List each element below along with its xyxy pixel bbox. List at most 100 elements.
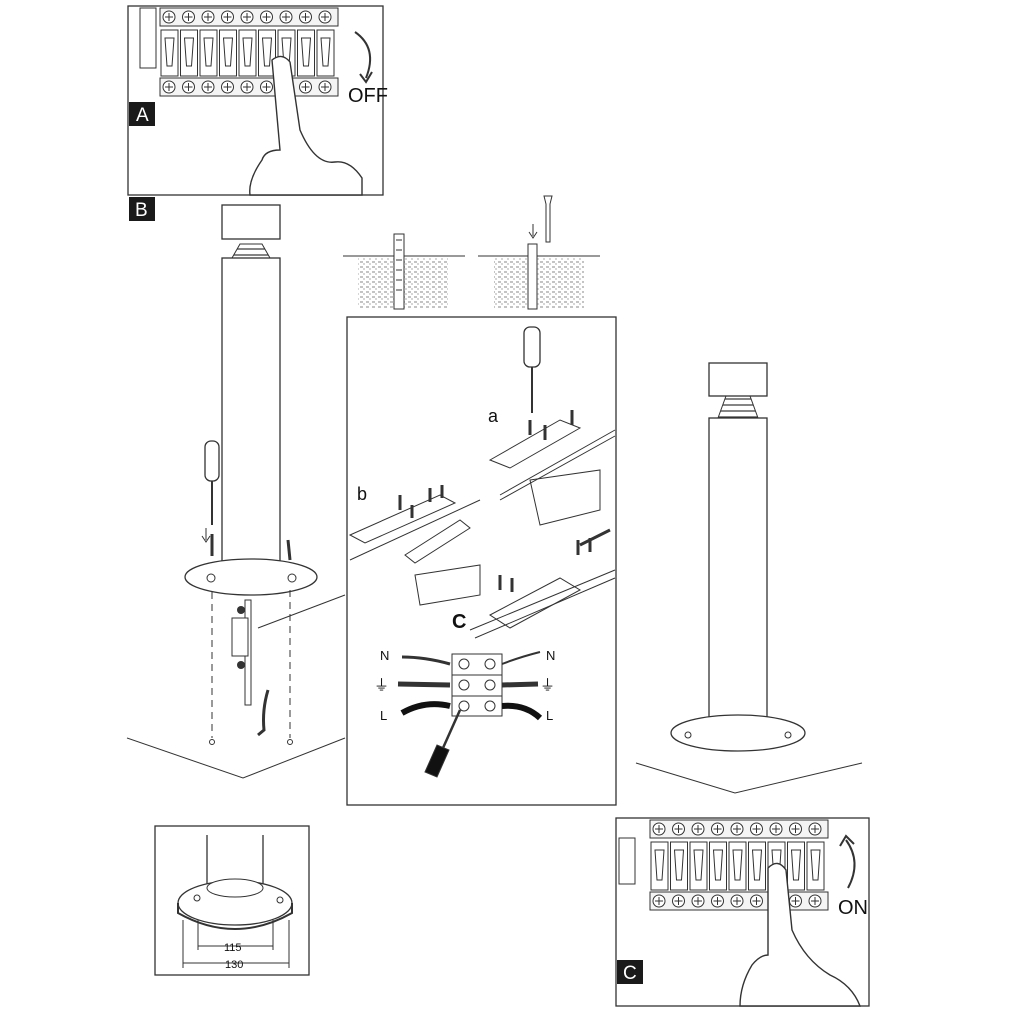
panel-a: OFF A [127, 5, 388, 196]
screw-slot-icon [204, 83, 212, 91]
dim-inner-label: 115 [224, 942, 242, 954]
screw-slot-icon [733, 897, 741, 905]
ground-hole-1 [209, 739, 215, 745]
wire-e-left [397, 681, 451, 688]
badge-c [617, 960, 643, 984]
on-arrow-head [839, 834, 855, 847]
terminal-strip-diagram: N N ⏚ ⏚ L L [374, 648, 555, 778]
live-label-right: L [546, 708, 553, 723]
badge-c-text: C [623, 963, 637, 984]
screw-slot-icon [791, 825, 800, 833]
dim-outer-label: 130 [225, 959, 243, 971]
off-label: OFF [348, 85, 388, 107]
wiring-detail-frame [346, 316, 617, 806]
breaker-lever-icon [320, 37, 331, 67]
screw-slot-icon [262, 83, 271, 91]
screw-slot-icon [694, 897, 702, 905]
breaker-lever-icon [203, 37, 214, 67]
earth-symbol-left: ⏚ [374, 677, 389, 694]
screw-slot-icon [674, 897, 683, 905]
bollard-base-left [184, 558, 318, 596]
cover-plate-b [348, 494, 457, 544]
terminal-screws-c [652, 822, 822, 908]
breaker-lever-icon [183, 37, 195, 67]
step-a-assembly [488, 410, 616, 547]
down-arrow-icon-anchor [528, 224, 538, 239]
screw-slot-icon [713, 825, 722, 833]
wire-e-right [501, 681, 539, 688]
screw-slot-icon [243, 83, 251, 91]
screw-slot-icon [713, 897, 722, 905]
breaker-lever-icon [242, 37, 253, 67]
screw-slot-icon [321, 83, 329, 91]
on-arrow [845, 839, 856, 889]
screw-slot-icon [301, 13, 310, 21]
screw-slot-icon [223, 83, 232, 91]
cover-plate-a [488, 419, 582, 469]
mount-bolt-1 [237, 606, 245, 614]
badge-b-text: B [135, 200, 148, 221]
off-arrow [354, 31, 372, 79]
bollard-reflector-left [231, 243, 271, 259]
ground-hole-2 [287, 739, 293, 745]
mount-bolt-2 [237, 661, 245, 669]
cable-left [257, 689, 270, 737]
breaker-lever-icon [810, 849, 821, 881]
screw-slot-icon [694, 825, 702, 833]
junction-block-left [231, 617, 249, 657]
step-c-assembly [469, 538, 616, 639]
hand-icon-c [739, 862, 862, 1007]
breaker-lever-icon [790, 849, 802, 881]
screw-slot-icon [243, 13, 251, 21]
breaker-side-a [139, 7, 157, 69]
screw-icon-anchor [543, 195, 553, 243]
wire-l-left [400, 701, 451, 716]
screw-slot-icon [811, 825, 819, 833]
breaker-lever-icon [164, 37, 175, 67]
cable-a-2 [499, 435, 616, 501]
bollard-exploded [126, 204, 346, 779]
screw-slot-icon [321, 13, 329, 21]
anchor-detail-2 [478, 195, 600, 310]
screw-icon-left-2 [286, 539, 292, 561]
screw-slot-icon [204, 13, 212, 21]
screw-slot-icon [752, 897, 761, 905]
bollard-pole-right [708, 417, 768, 735]
breaker-lever-icon [693, 849, 704, 881]
breaker-side-c [618, 837, 636, 885]
neutral-label-left: N [380, 648, 389, 663]
breaker-toggles-c [650, 841, 825, 891]
screw-slot-icon [262, 13, 271, 21]
screw-slot-icon [184, 83, 193, 91]
bollard-installed [635, 362, 863, 794]
on-label: ON [838, 897, 868, 919]
bollard-reflector-right [717, 395, 759, 419]
breaker-lever-icon [673, 849, 685, 881]
screw-slot-icon [772, 825, 780, 833]
badge-a [129, 102, 155, 126]
wiring-detail-panel: a b [346, 316, 617, 806]
anchor-detail-1 [343, 233, 465, 310]
anchor-bolt-1 [393, 233, 405, 310]
ground-plane-right [635, 762, 863, 794]
down-arrow-icon-left [201, 528, 211, 543]
wire-l-right [501, 702, 543, 721]
step-a-label: a [488, 406, 499, 426]
wire-n-left [401, 655, 451, 666]
screw-slot-icon [752, 825, 761, 833]
ground-plane-left [126, 737, 346, 779]
anchor-bolt-2 [527, 243, 538, 310]
base-hole-left-1 [206, 573, 216, 583]
breaker-lever-icon [732, 849, 743, 881]
soil-2 [494, 258, 584, 308]
screw-slot-icon [165, 83, 173, 91]
screw-slot-icon [184, 13, 193, 21]
base-hole-left-2 [287, 573, 297, 583]
neutral-label-right: N [546, 648, 555, 663]
cable-a-1 [499, 429, 616, 496]
breaker-lever-icon [222, 37, 234, 67]
breaker-lever-icon [654, 849, 665, 881]
bollard-lens-right [708, 362, 768, 397]
